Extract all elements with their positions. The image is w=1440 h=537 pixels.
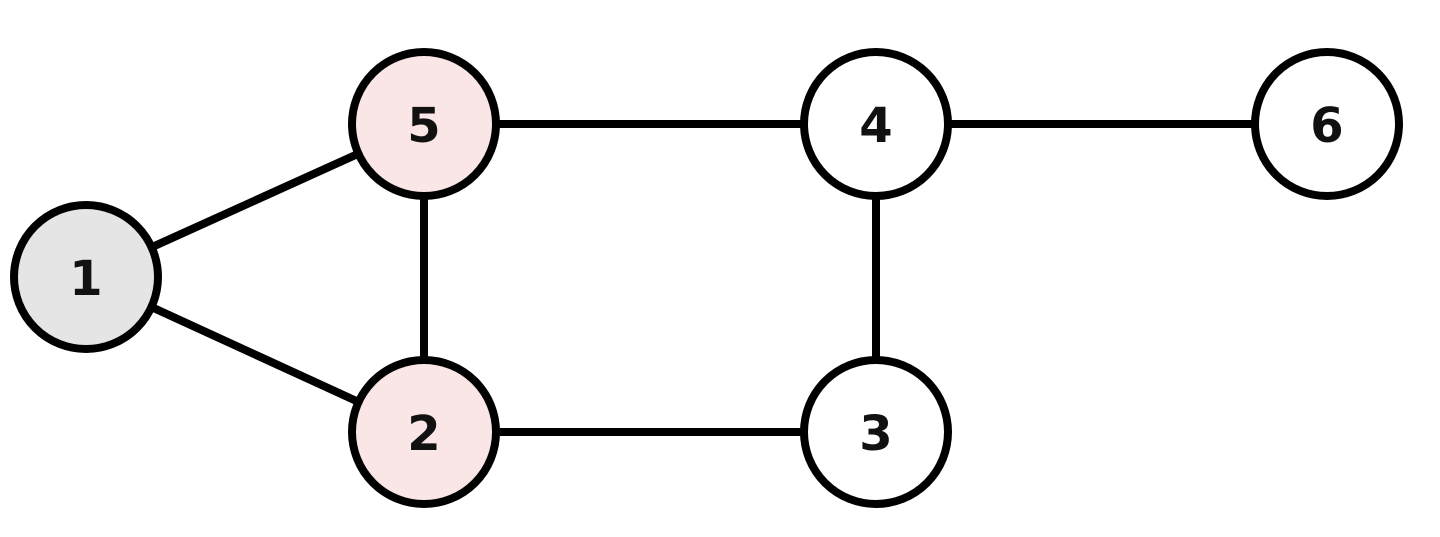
node-label-5: 5 bbox=[407, 98, 440, 154]
node-1: 1 bbox=[10, 201, 162, 353]
nodes-layer: 1 5 2 4 3 6 bbox=[10, 48, 1403, 508]
node-circle-1 bbox=[10, 201, 162, 353]
node-label-2: 2 bbox=[407, 406, 440, 462]
node-label-1: 1 bbox=[69, 251, 102, 307]
node-circle-5 bbox=[348, 48, 500, 200]
node-4: 4 bbox=[800, 48, 952, 200]
edges-layer bbox=[82, 120, 1331, 436]
node-2: 2 bbox=[348, 356, 500, 508]
node-circle-4 bbox=[800, 48, 952, 200]
node-label-4: 4 bbox=[859, 98, 892, 154]
node-circle-6 bbox=[1251, 48, 1403, 200]
node-label-3: 3 bbox=[859, 406, 892, 462]
node-5: 5 bbox=[348, 48, 500, 200]
node-circle-2 bbox=[348, 356, 500, 508]
node-label-6: 6 bbox=[1310, 98, 1343, 154]
node-circle-3 bbox=[800, 356, 952, 508]
node-3: 3 bbox=[800, 356, 952, 508]
node-6: 6 bbox=[1251, 48, 1403, 200]
